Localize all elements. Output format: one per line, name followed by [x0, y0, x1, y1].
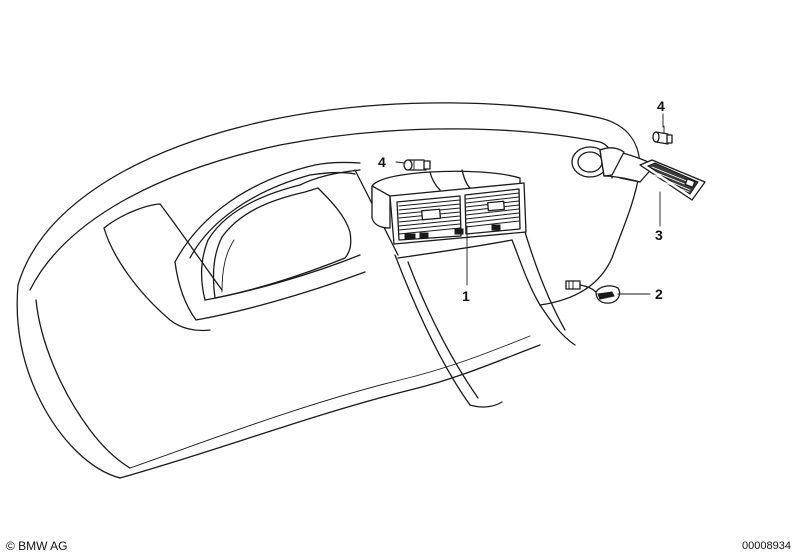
- document-number: 00008934: [742, 540, 791, 552]
- dimmer-switch: [565, 280, 621, 304]
- callout-4-right: 4: [657, 98, 665, 114]
- callout-4-center: 4: [378, 154, 386, 170]
- side-air-duct: [571, 146, 706, 201]
- callout-2: 2: [655, 286, 663, 302]
- bulb-center: [403, 159, 431, 171]
- callout-3: 3: [655, 227, 663, 243]
- bulb-right: [652, 125, 673, 145]
- dashboard-outline: [16, 102, 641, 479]
- center-console: [354, 169, 576, 408]
- outlet-slats-left: [398, 199, 461, 235]
- copyright-notice: © BMW AG: [6, 539, 68, 553]
- instrument-cluster-hood: [174, 161, 366, 321]
- outlet-slats-right: [465, 192, 520, 228]
- leader-lines: [395, 113, 664, 295]
- center-air-outlet: [371, 169, 527, 245]
- callout-1: 1: [462, 288, 470, 304]
